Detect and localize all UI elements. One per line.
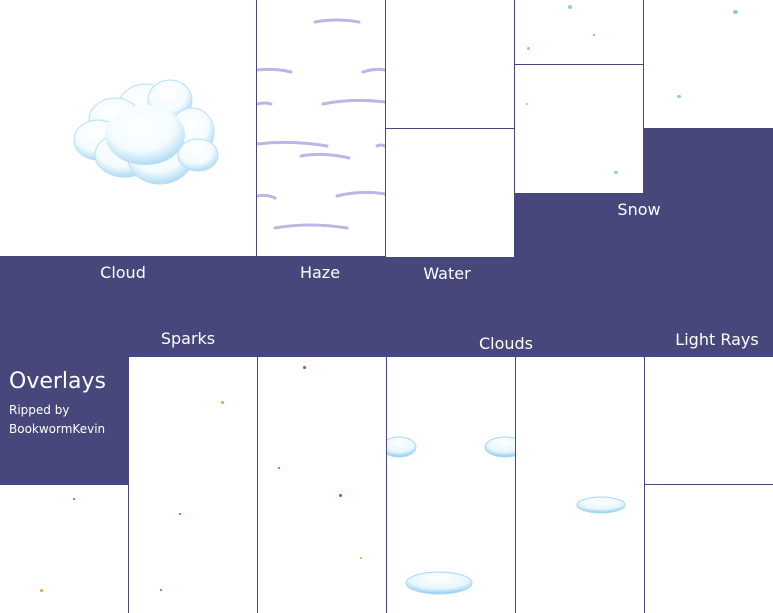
label-water: Water: [423, 264, 471, 283]
snowflake: [677, 95, 681, 98]
spark: [278, 467, 280, 469]
spark: [339, 494, 342, 497]
small-clouds-sprite: [387, 436, 515, 595]
water-tile-top: [386, 0, 514, 128]
clouds-tile-2: [516, 357, 644, 613]
label-haze: Haze: [299, 263, 341, 282]
snow-tile-3: [515, 65, 643, 193]
spark: [360, 557, 362, 559]
snowflake: [593, 34, 595, 36]
water-tile-bottom: [386, 129, 514, 257]
spark: [40, 589, 43, 592]
haze-sprite: [257, 18, 385, 230]
snowflake: [733, 10, 738, 14]
sparks-tile-2: [129, 357, 257, 613]
sheet-title: Overlays: [9, 369, 106, 394]
snowflake: [526, 103, 528, 105]
label-snow: Snow: [617, 200, 661, 219]
light-rays-tile-1: [645, 357, 773, 484]
label-clouds: Clouds: [478, 334, 534, 353]
credit-line-2: BookwormKevin: [9, 422, 106, 436]
spark: [160, 589, 162, 591]
snowflake: [568, 5, 572, 9]
snow-tile-2: [644, 0, 773, 128]
spark: [303, 366, 306, 369]
cloud-tile: [0, 0, 256, 256]
label-sparks: Sparks: [160, 329, 216, 348]
haze-tile: [257, 0, 385, 256]
sparks-tile-1: [0, 485, 128, 613]
snow-tile-1: [515, 0, 643, 64]
label-light-rays: Light Rays: [675, 330, 759, 349]
cloud-sprite: [73, 79, 219, 185]
sheet-credit: Ripped by BookwormKevin: [9, 401, 105, 439]
clouds-tile-1: [387, 357, 515, 613]
spark: [221, 401, 224, 404]
label-cloud: Cloud: [100, 263, 146, 282]
sparks-tile-3: [258, 357, 386, 613]
spark: [179, 513, 181, 515]
snowflake: [527, 47, 530, 50]
credit-line-1: Ripped by: [9, 403, 70, 417]
small-cloud-sprite: [576, 496, 626, 514]
snowflake: [614, 171, 618, 174]
light-rays-tile-2: [645, 485, 773, 613]
spark: [73, 498, 75, 500]
